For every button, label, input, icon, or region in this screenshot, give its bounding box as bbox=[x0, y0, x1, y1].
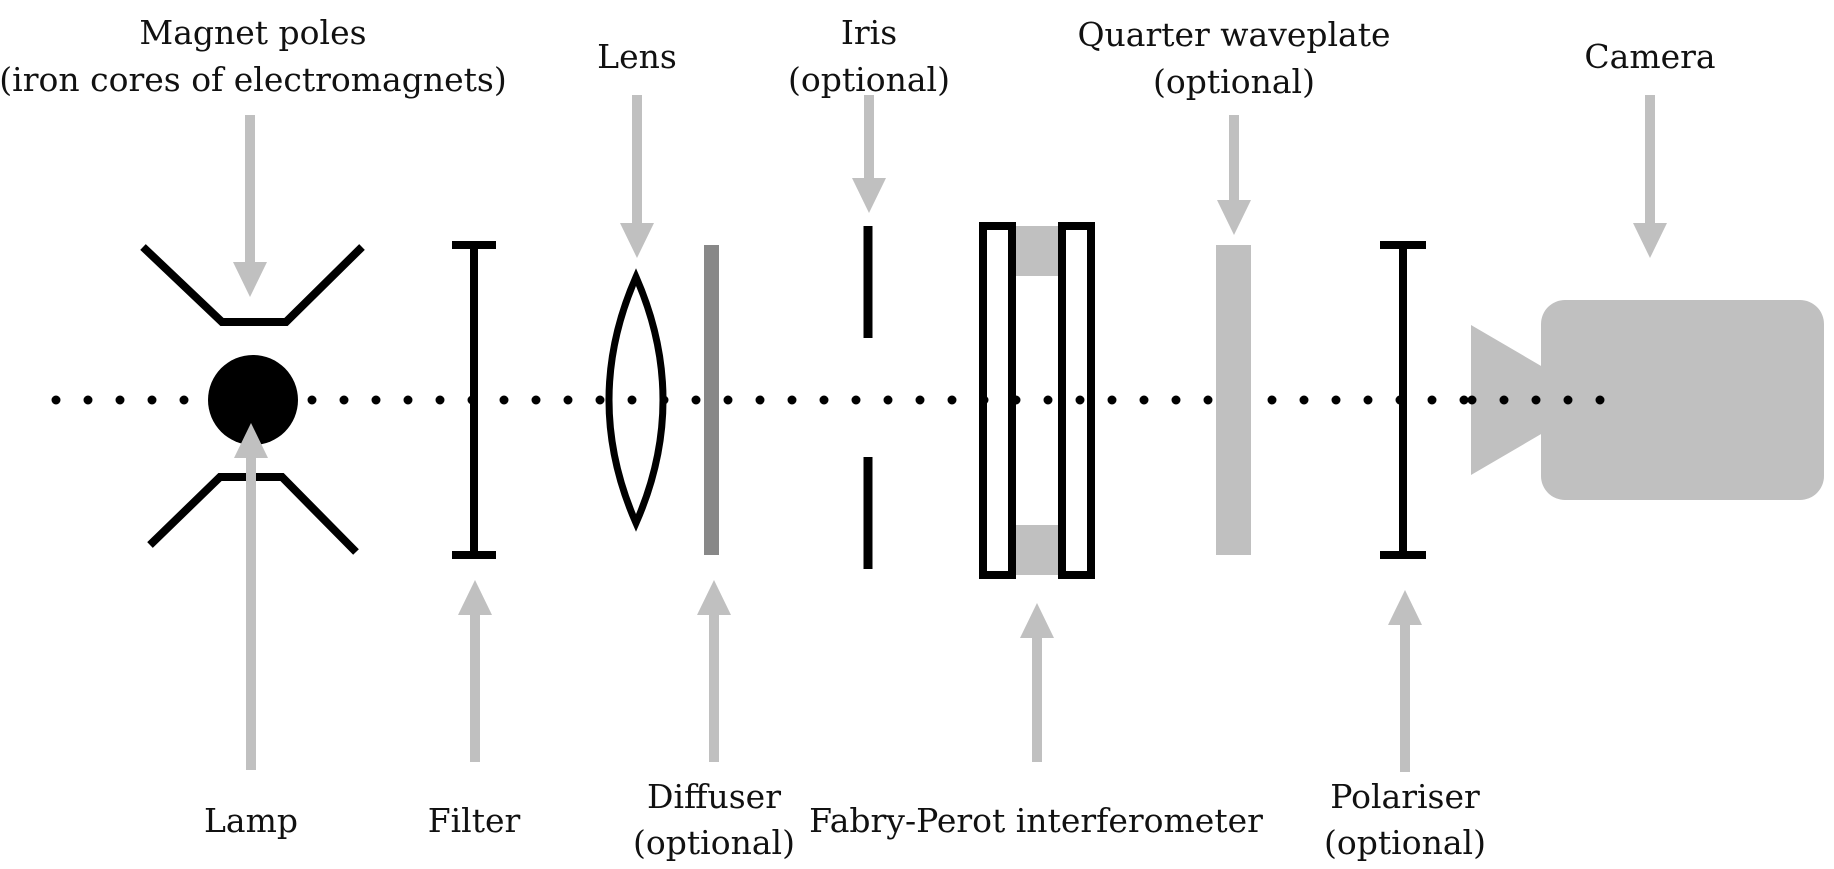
lens bbox=[605, 268, 667, 532]
label-polariser-line2: (optional) bbox=[1324, 823, 1486, 862]
camera-body bbox=[1541, 300, 1824, 500]
arrow-diffuser bbox=[697, 580, 731, 762]
label-magnet-poles-line1: Magnet poles bbox=[139, 13, 366, 52]
arrow-lamp bbox=[234, 423, 268, 770]
fabry-perot-interferometer bbox=[979, 222, 1095, 579]
camera-lens-hood bbox=[1471, 325, 1548, 475]
arrow-lens bbox=[620, 95, 654, 258]
spacer-bottom bbox=[1013, 525, 1061, 575]
etalon-plate-left bbox=[979, 222, 1016, 579]
spacer-top bbox=[1016, 226, 1058, 276]
label-quarter-waveplate-line1: Quarter waveplate bbox=[1077, 15, 1390, 54]
label-magnet-poles-line2: (iron cores of electromagnets) bbox=[0, 60, 507, 99]
label-polariser-line1: Polariser bbox=[1330, 777, 1480, 816]
polariser bbox=[1380, 241, 1426, 559]
quarter-waveplate bbox=[1216, 245, 1251, 555]
label-iris-line1: Iris bbox=[841, 13, 897, 52]
pointer-arrows bbox=[233, 95, 1667, 772]
lamp bbox=[208, 355, 298, 445]
arrow-camera bbox=[1633, 95, 1667, 258]
label-lamp: Lamp bbox=[204, 801, 298, 840]
label-diffuser-line1: Diffuser bbox=[647, 777, 781, 816]
arrow-magnet-poles bbox=[233, 115, 267, 297]
arrow-filter bbox=[458, 580, 492, 762]
filter bbox=[452, 241, 496, 559]
arrow-quarter-waveplate bbox=[1217, 115, 1251, 235]
diffuser bbox=[704, 245, 719, 555]
label-diffuser-line2: (optional) bbox=[633, 823, 795, 862]
label-iris-line2: (optional) bbox=[788, 60, 950, 99]
upper-magnet-pole bbox=[140, 244, 365, 326]
arrow-polariser bbox=[1388, 590, 1422, 772]
arrow-fabry-perot bbox=[1020, 603, 1054, 762]
label-fabry-perot: Fabry-Perot interferometer bbox=[809, 801, 1263, 840]
label-camera: Camera bbox=[1584, 37, 1715, 76]
arrow-iris bbox=[852, 95, 886, 213]
label-lens: Lens bbox=[597, 37, 677, 76]
camera bbox=[1471, 300, 1824, 500]
etalon-plate-right bbox=[1058, 222, 1095, 579]
labels: Magnet poles (iron cores of electromagne… bbox=[0, 13, 1716, 862]
label-filter: Filter bbox=[428, 801, 521, 840]
label-quarter-waveplate-line2: (optional) bbox=[1153, 62, 1315, 101]
